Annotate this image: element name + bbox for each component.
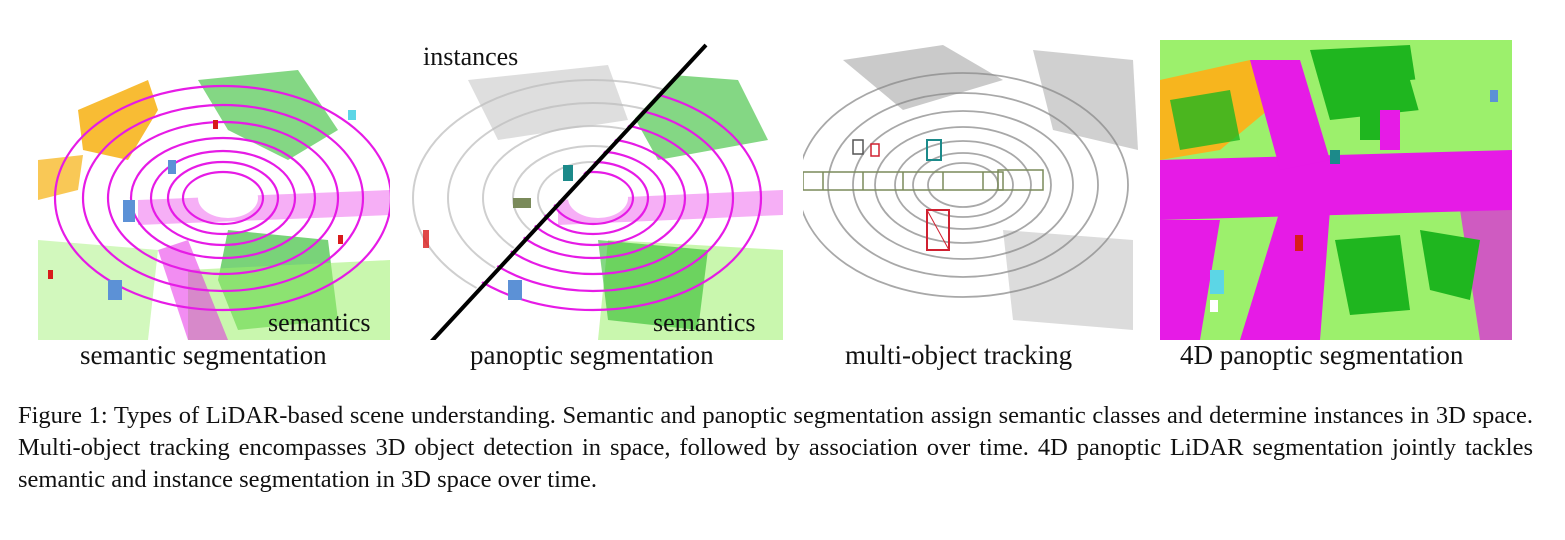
figure-caption-prefix: Figure 1:	[18, 402, 108, 429]
caption-semantic-segmentation: semantic segmentation	[80, 340, 327, 370]
panel-semantic-segmentation: semantics	[38, 40, 390, 340]
caption-multi-object-tracking: multi-object tracking	[845, 340, 1073, 370]
caption-panoptic-segmentation: panoptic segmentation	[470, 340, 714, 370]
caption-4d-panoptic-segmentation: 4D panoptic segmentation	[1180, 340, 1464, 370]
panel-multi-object-tracking	[803, 40, 1140, 340]
semantic-pointcloud-image	[38, 70, 390, 340]
panel-4d-panoptic-segmentation	[1160, 40, 1512, 340]
inset-label-semantics: semantics	[653, 308, 756, 337]
panoptic-divider-line	[430, 43, 708, 340]
panoptic-pointcloud-image	[412, 43, 783, 340]
figure-caption: Figure 1: Types of LiDAR-based scene und…	[18, 400, 1533, 496]
tracking-pointcloud-image	[803, 45, 1138, 330]
panel-panoptic-segmentation: instances semantics	[408, 40, 783, 340]
inset-label-semantics: semantics	[268, 308, 371, 337]
figure-caption-text: Types of LiDAR-based scene understanding…	[18, 402, 1533, 493]
4d-panoptic-pointcloud-image	[1160, 40, 1512, 340]
inset-label-instances: instances	[423, 42, 519, 71]
